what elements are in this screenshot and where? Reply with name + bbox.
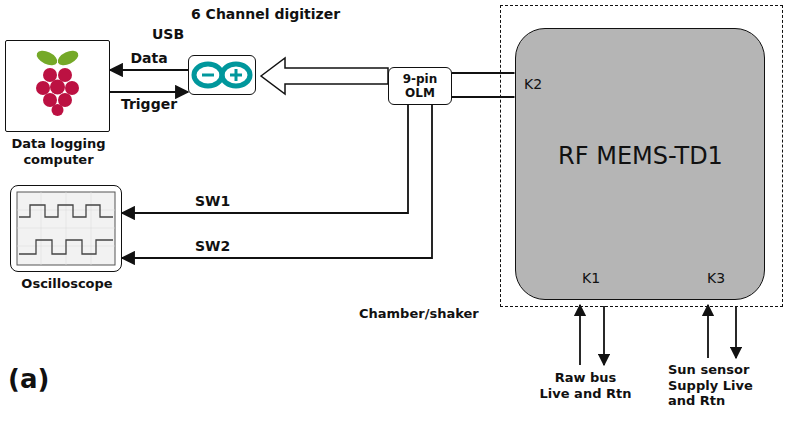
olm-connector-box: 9-pin OLM (388, 67, 452, 105)
berry (52, 104, 64, 116)
oscilloscope-screen (17, 192, 115, 265)
device-box: RF MEMS-TD1 (515, 28, 765, 300)
supply-note: Sun sensor Supply Live and Rtn (668, 362, 768, 409)
connector-name: K2 (524, 76, 542, 93)
supply-arrow-out (603, 306, 605, 365)
berry (36, 81, 50, 95)
leaf (55, 48, 80, 68)
interface-name: USB (152, 26, 184, 43)
node-text: 9-pin OLM (393, 72, 447, 101)
ribbon-bus-arrow (261, 58, 388, 94)
node-text: RF MEMS-TD1 (516, 142, 766, 171)
signal-name: SW2 (195, 238, 230, 255)
switch-signal-line (122, 105, 408, 213)
chamber-region: RF MEMS-TD1Chamber/shaker (500, 5, 783, 307)
connector-name: K3 (707, 270, 725, 287)
raspberry-pi-logo (34, 48, 80, 116)
trigger-arrow (110, 91, 188, 93)
waveform-trace (19, 205, 113, 217)
computer-box: Data logging computer (5, 40, 110, 132)
node-text: 6 Channel digitizer (191, 6, 340, 23)
leaf (34, 48, 59, 68)
berry (65, 81, 79, 95)
panel-letter: (a) (8, 364, 49, 395)
node-text: Oscilloscope (1, 276, 133, 292)
signal-name: SW1 (195, 193, 230, 210)
signal-name: Trigger (121, 96, 177, 113)
supply-note: Raw bus Live and Rtn (538, 370, 633, 401)
minus-sign (202, 74, 214, 77)
screen-grid (17, 192, 115, 265)
arduino-logo (194, 64, 250, 86)
digitizer-box: 6 Channel digitizer (188, 55, 256, 95)
switch-signal-line (122, 105, 432, 258)
k2-wire (452, 72, 515, 74)
logo-loop (194, 64, 222, 86)
berry (50, 80, 65, 95)
berry (43, 68, 57, 82)
logo-loop (222, 64, 250, 86)
node-text: Data logging computer (0, 136, 119, 167)
waveform-trace (19, 240, 113, 254)
node-text: Chamber/shaker (359, 306, 479, 322)
berry (58, 68, 72, 82)
plus-sign (235, 69, 238, 81)
signal-name: Data (130, 50, 167, 67)
data-arrow (110, 69, 188, 71)
connector-name: K1 (582, 270, 600, 287)
supply-arrow-in (579, 305, 581, 365)
screen (17, 192, 115, 265)
supply-wires (580, 305, 736, 365)
oscilloscope-box: Oscilloscope (10, 185, 122, 272)
k2-wire (452, 96, 515, 98)
supply-arrow-out (735, 306, 737, 358)
supply-arrow-in (707, 305, 709, 358)
